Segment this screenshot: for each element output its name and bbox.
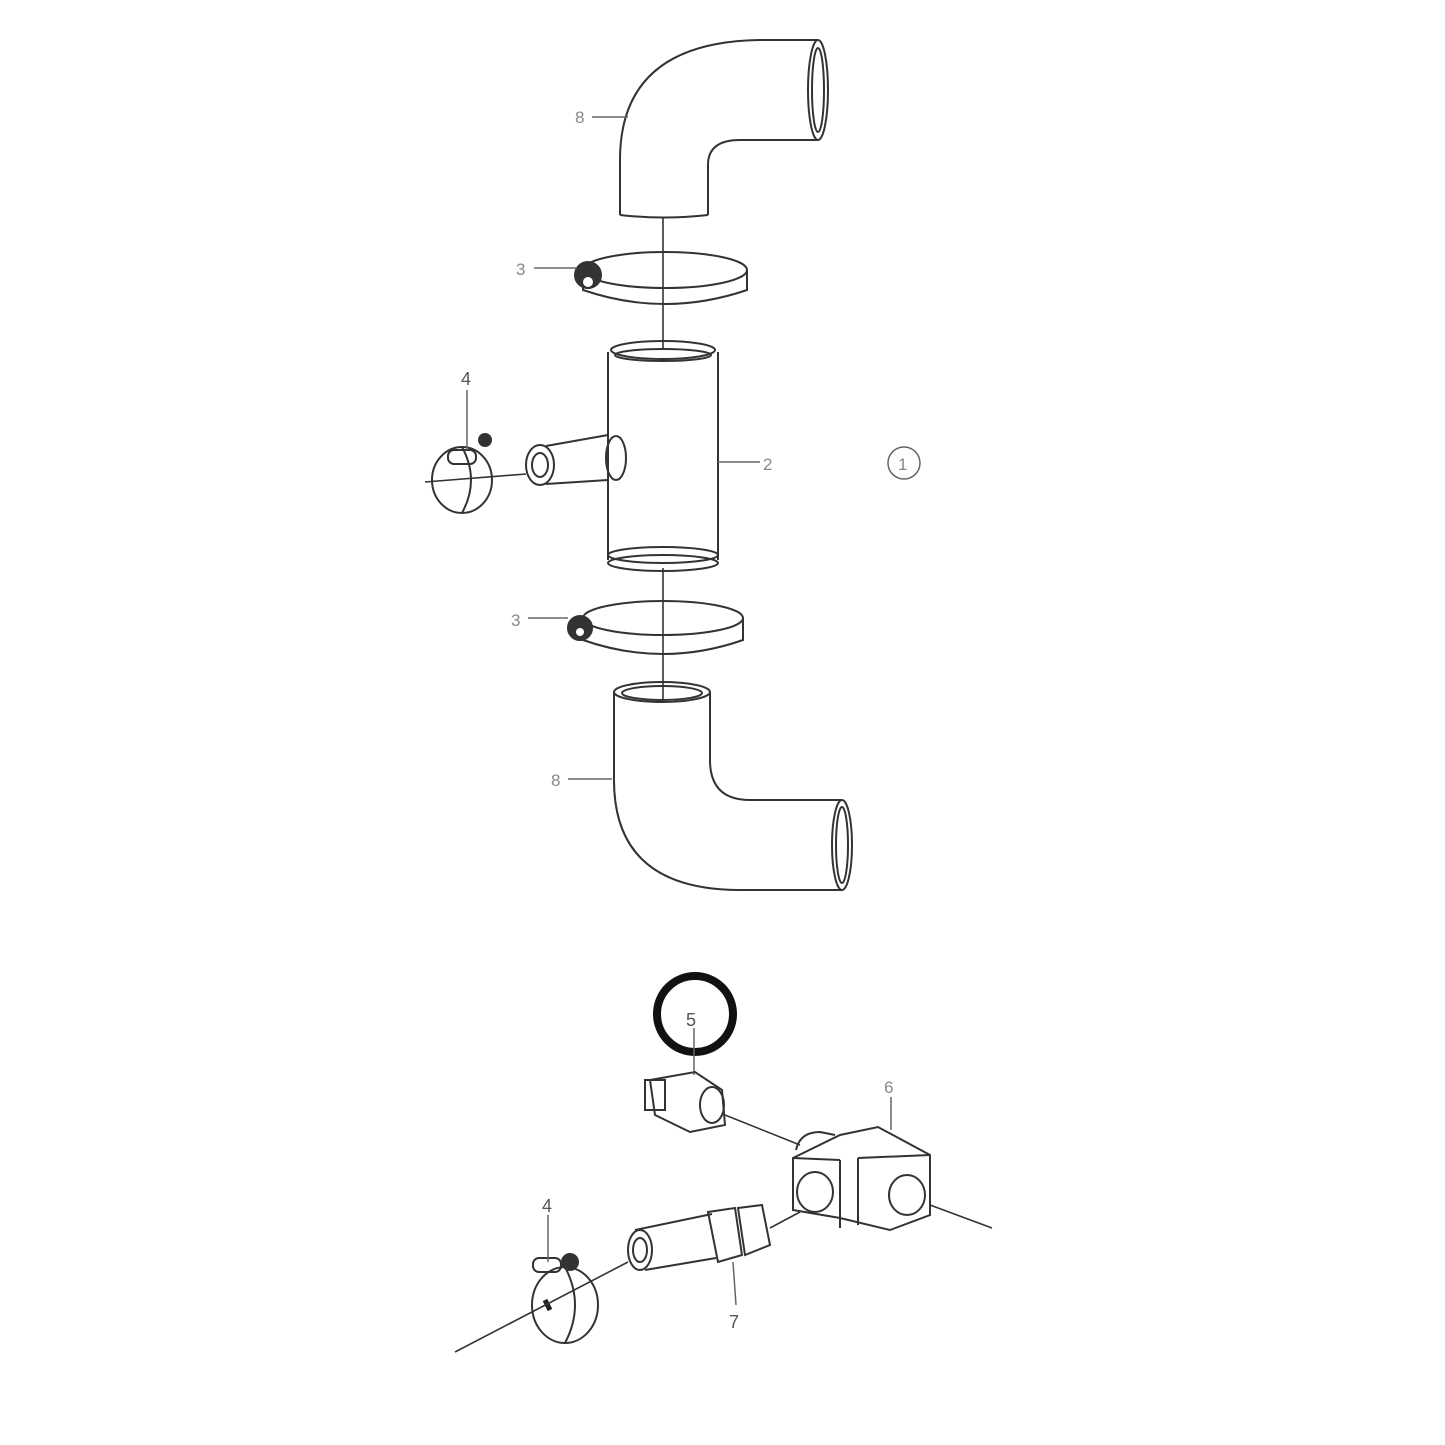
branch-axis <box>424 473 527 483</box>
hose-nipple[interactable] <box>627 1203 772 1271</box>
label-hose-clamp-lower: 4 <box>542 1196 552 1216</box>
hose-elbow-bottom[interactable] <box>613 681 853 891</box>
block-axis-right <box>929 1204 993 1229</box>
hose-clamp-lower[interactable] <box>531 1253 599 1344</box>
sealing-ring[interactable] <box>653 972 737 1056</box>
label-hose-clamp-upper: 4 <box>461 369 471 389</box>
label-elbow-block: 6 <box>884 1078 893 1097</box>
leader-nipple <box>732 1261 737 1306</box>
group-callout-number: 1 <box>898 455 907 474</box>
label-tee-pipe: 2 <box>763 455 772 474</box>
tee-pipe[interactable] <box>525 340 719 572</box>
label-elbow-bottom: 8 <box>551 771 560 790</box>
hose-elbow-top[interactable] <box>619 39 829 219</box>
clamp-axis-lower <box>454 1261 629 1353</box>
group-callout-circle <box>887 446 921 480</box>
hose-clamp-upper[interactable] <box>431 433 493 514</box>
elbow-fitting-block[interactable] <box>792 1125 931 1232</box>
pipe-clamp-top[interactable] <box>574 251 748 305</box>
fitting-axis-upper <box>724 1114 801 1146</box>
label-clamp-bottom: 3 <box>511 611 520 630</box>
label-clamp-top: 3 <box>516 260 525 279</box>
label-seal-ring: 5 <box>686 1010 696 1030</box>
adapter-fitting[interactable] <box>644 1070 727 1134</box>
pipe-clamp-bottom[interactable] <box>567 600 744 655</box>
label-nipple: 7 <box>729 1312 739 1332</box>
nipple-axis <box>769 1211 801 1229</box>
label-elbow-top: 8 <box>575 108 584 127</box>
